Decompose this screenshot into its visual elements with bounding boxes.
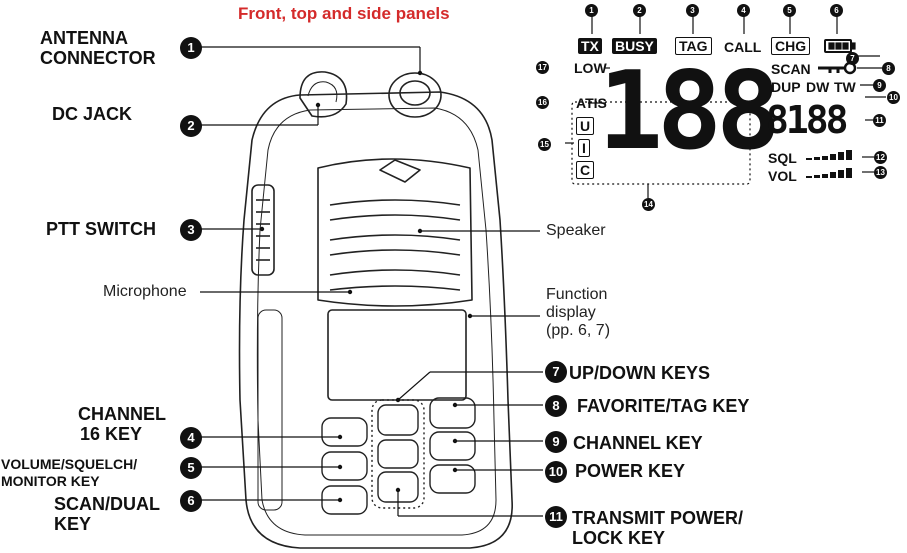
sql-indicator: SQL <box>768 150 797 166</box>
atis-indicator: ATIS <box>576 95 607 111</box>
lcd-callout-2: 2 <box>633 4 646 17</box>
vol-indicator: VOL <box>768 168 797 184</box>
lcd-callout-16: 16 <box>536 96 549 109</box>
lcd-callout-8: 8 <box>882 62 895 75</box>
channel-small-digits: 8188 <box>766 98 848 142</box>
lcd-callout-10: 10 <box>887 91 900 104</box>
call-indicator: CALL <box>724 39 762 55</box>
scan-indicator: SCAN <box>771 61 811 77</box>
callout-8: 8 <box>545 395 567 417</box>
low-indicator: LOW <box>574 60 607 76</box>
speaker-grille <box>317 158 473 307</box>
lcd-callout-4: 4 <box>737 4 750 17</box>
callout-3: 3 <box>180 219 202 241</box>
function-display-window <box>327 309 467 401</box>
ptt-switch-label: PTT SWITCH <box>46 219 156 239</box>
antenna-connector-knob <box>388 72 442 118</box>
power-key-label: POWER KEY <box>575 461 686 481</box>
dc-jack-cap <box>299 71 348 118</box>
lcd-callout-13: 13 <box>874 166 887 179</box>
sql-bars <box>806 150 852 160</box>
u-indicator: U <box>576 117 595 135</box>
lcd-callout-5: 5 <box>783 4 796 17</box>
callout-4: 4 <box>180 427 202 449</box>
callout-10: 10 <box>545 461 567 483</box>
callout-5: 5 <box>180 457 202 479</box>
tx-indicator: TX <box>578 38 602 54</box>
i-indicator: I <box>578 139 590 157</box>
lcd-callout-3: 3 <box>686 4 699 17</box>
callout-1: 1 <box>180 37 202 59</box>
side-grip <box>257 309 283 511</box>
chg-indicator: CHG <box>771 37 811 55</box>
ptt-switch <box>251 184 275 276</box>
key-icon <box>818 66 846 73</box>
lcd-callout-14: 14 <box>642 198 655 211</box>
radio-body <box>238 91 513 549</box>
lcd-callout-11: 11 <box>873 114 886 127</box>
callout-11: 11 <box>545 506 567 528</box>
vol-bars <box>806 168 852 178</box>
lcd-callout-1: 1 <box>585 4 598 17</box>
c-indicator: C <box>576 161 595 179</box>
lcd-callout-15: 15 <box>538 138 551 151</box>
tw-indicator: TW <box>834 79 856 95</box>
dw-indicator: DW <box>806 79 830 95</box>
lcd-callout-12: 12 <box>874 151 887 164</box>
microphone-label: Microphone <box>103 283 187 300</box>
channel-big-digits: 188 <box>598 49 781 174</box>
up-down-keys-label: UP/DOWN KEYS <box>569 363 711 383</box>
tag-indicator: TAG <box>675 37 712 55</box>
callout-7: 7 <box>545 361 567 383</box>
favorite-tag-key-label: FAVORITE/TAG KEY <box>577 396 750 416</box>
volume-squelch-key-label: VOLUME/SQUELCH/MONITOR KEY <box>1 456 138 489</box>
busy-indicator: BUSY <box>612 38 657 54</box>
callout-2: 2 <box>180 115 202 137</box>
lcd-callout-9: 9 <box>873 79 886 92</box>
dc-jack-label: DC JACK <box>52 104 133 124</box>
dup-indicator: DUP <box>771 79 801 95</box>
lcd-detail <box>565 11 886 198</box>
transmit-power-lock-key-label: TRANSMIT POWER/LOCK KEY <box>572 508 743 548</box>
lcd-callout-7: 7 <box>846 52 859 65</box>
callout-6: 6 <box>180 490 202 512</box>
lcd-callout-17: 17 <box>536 61 549 74</box>
lcd-callout-6: 6 <box>830 4 843 17</box>
channel-key-label: CHANNEL KEY <box>573 433 703 453</box>
callout-9: 9 <box>545 431 567 453</box>
speaker-label: Speaker <box>546 222 606 239</box>
diagram-title: Front, top and side panels <box>238 4 450 23</box>
